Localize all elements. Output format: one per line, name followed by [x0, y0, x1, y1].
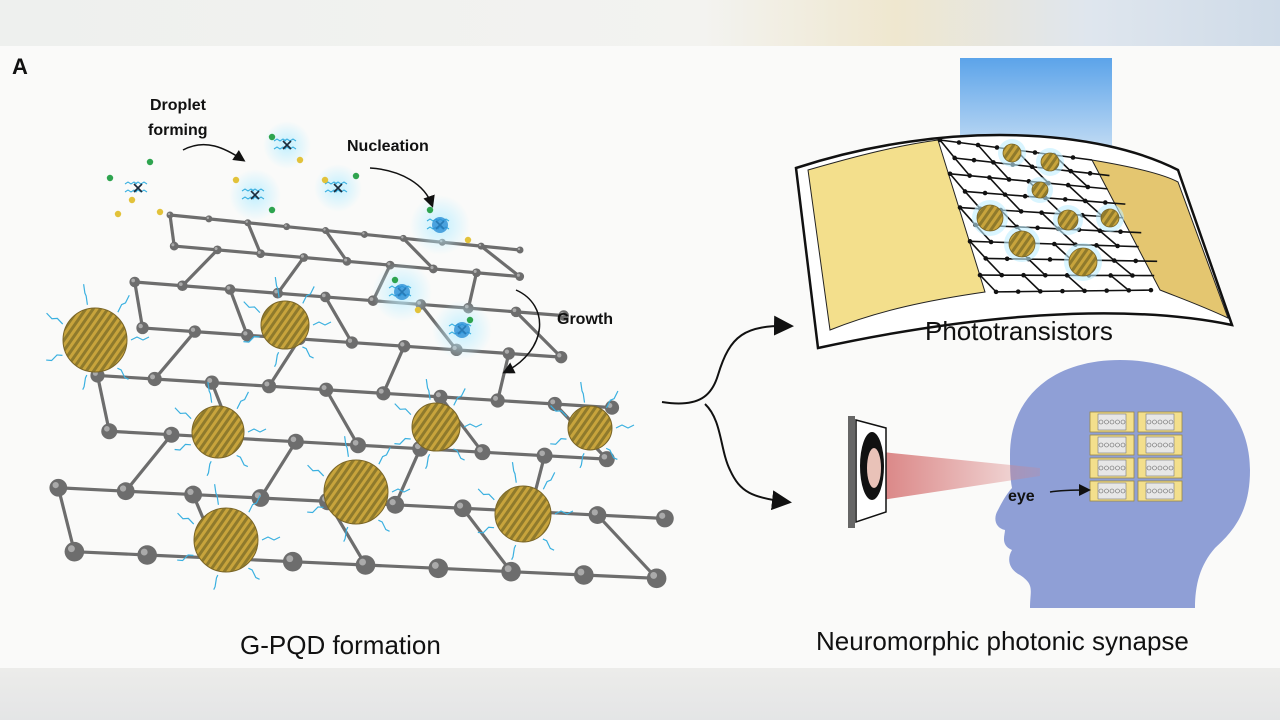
synapse-array	[1089, 411, 1183, 502]
droplet-arrow	[182, 143, 246, 162]
phototransistor-caption: Phototransistors	[925, 316, 1113, 346]
eye-label: eye	[1008, 488, 1035, 505]
graphene-channel	[937, 137, 1158, 295]
growth-arrow	[502, 289, 541, 374]
phototransistor-device	[794, 58, 1234, 350]
eye-arrow	[1049, 484, 1091, 497]
precursor-clusters	[106, 121, 492, 360]
synapse-caption: Neuromorphic photonic synapse	[816, 626, 1189, 656]
growth-label: Growth	[557, 311, 613, 328]
graphene-sheet	[49, 211, 674, 589]
droplet-label-1: Droplet	[150, 97, 206, 114]
eye-beam	[882, 452, 1040, 500]
nucleation-arrow	[369, 167, 435, 208]
bottom-band	[0, 668, 1280, 720]
left-caption: G-PQD formation	[240, 630, 441, 660]
panel-letter: A	[12, 54, 28, 79]
quantum-dots	[46, 276, 635, 590]
picture-frame	[848, 416, 855, 528]
nucleation-label: Nucleation	[347, 138, 429, 155]
droplet-label-2: forming	[148, 122, 208, 139]
head-synapse	[848, 360, 1250, 608]
arrow-to-synapse	[704, 403, 792, 511]
arrow-to-phototransistors	[661, 315, 794, 405]
top-band	[0, 0, 1280, 46]
